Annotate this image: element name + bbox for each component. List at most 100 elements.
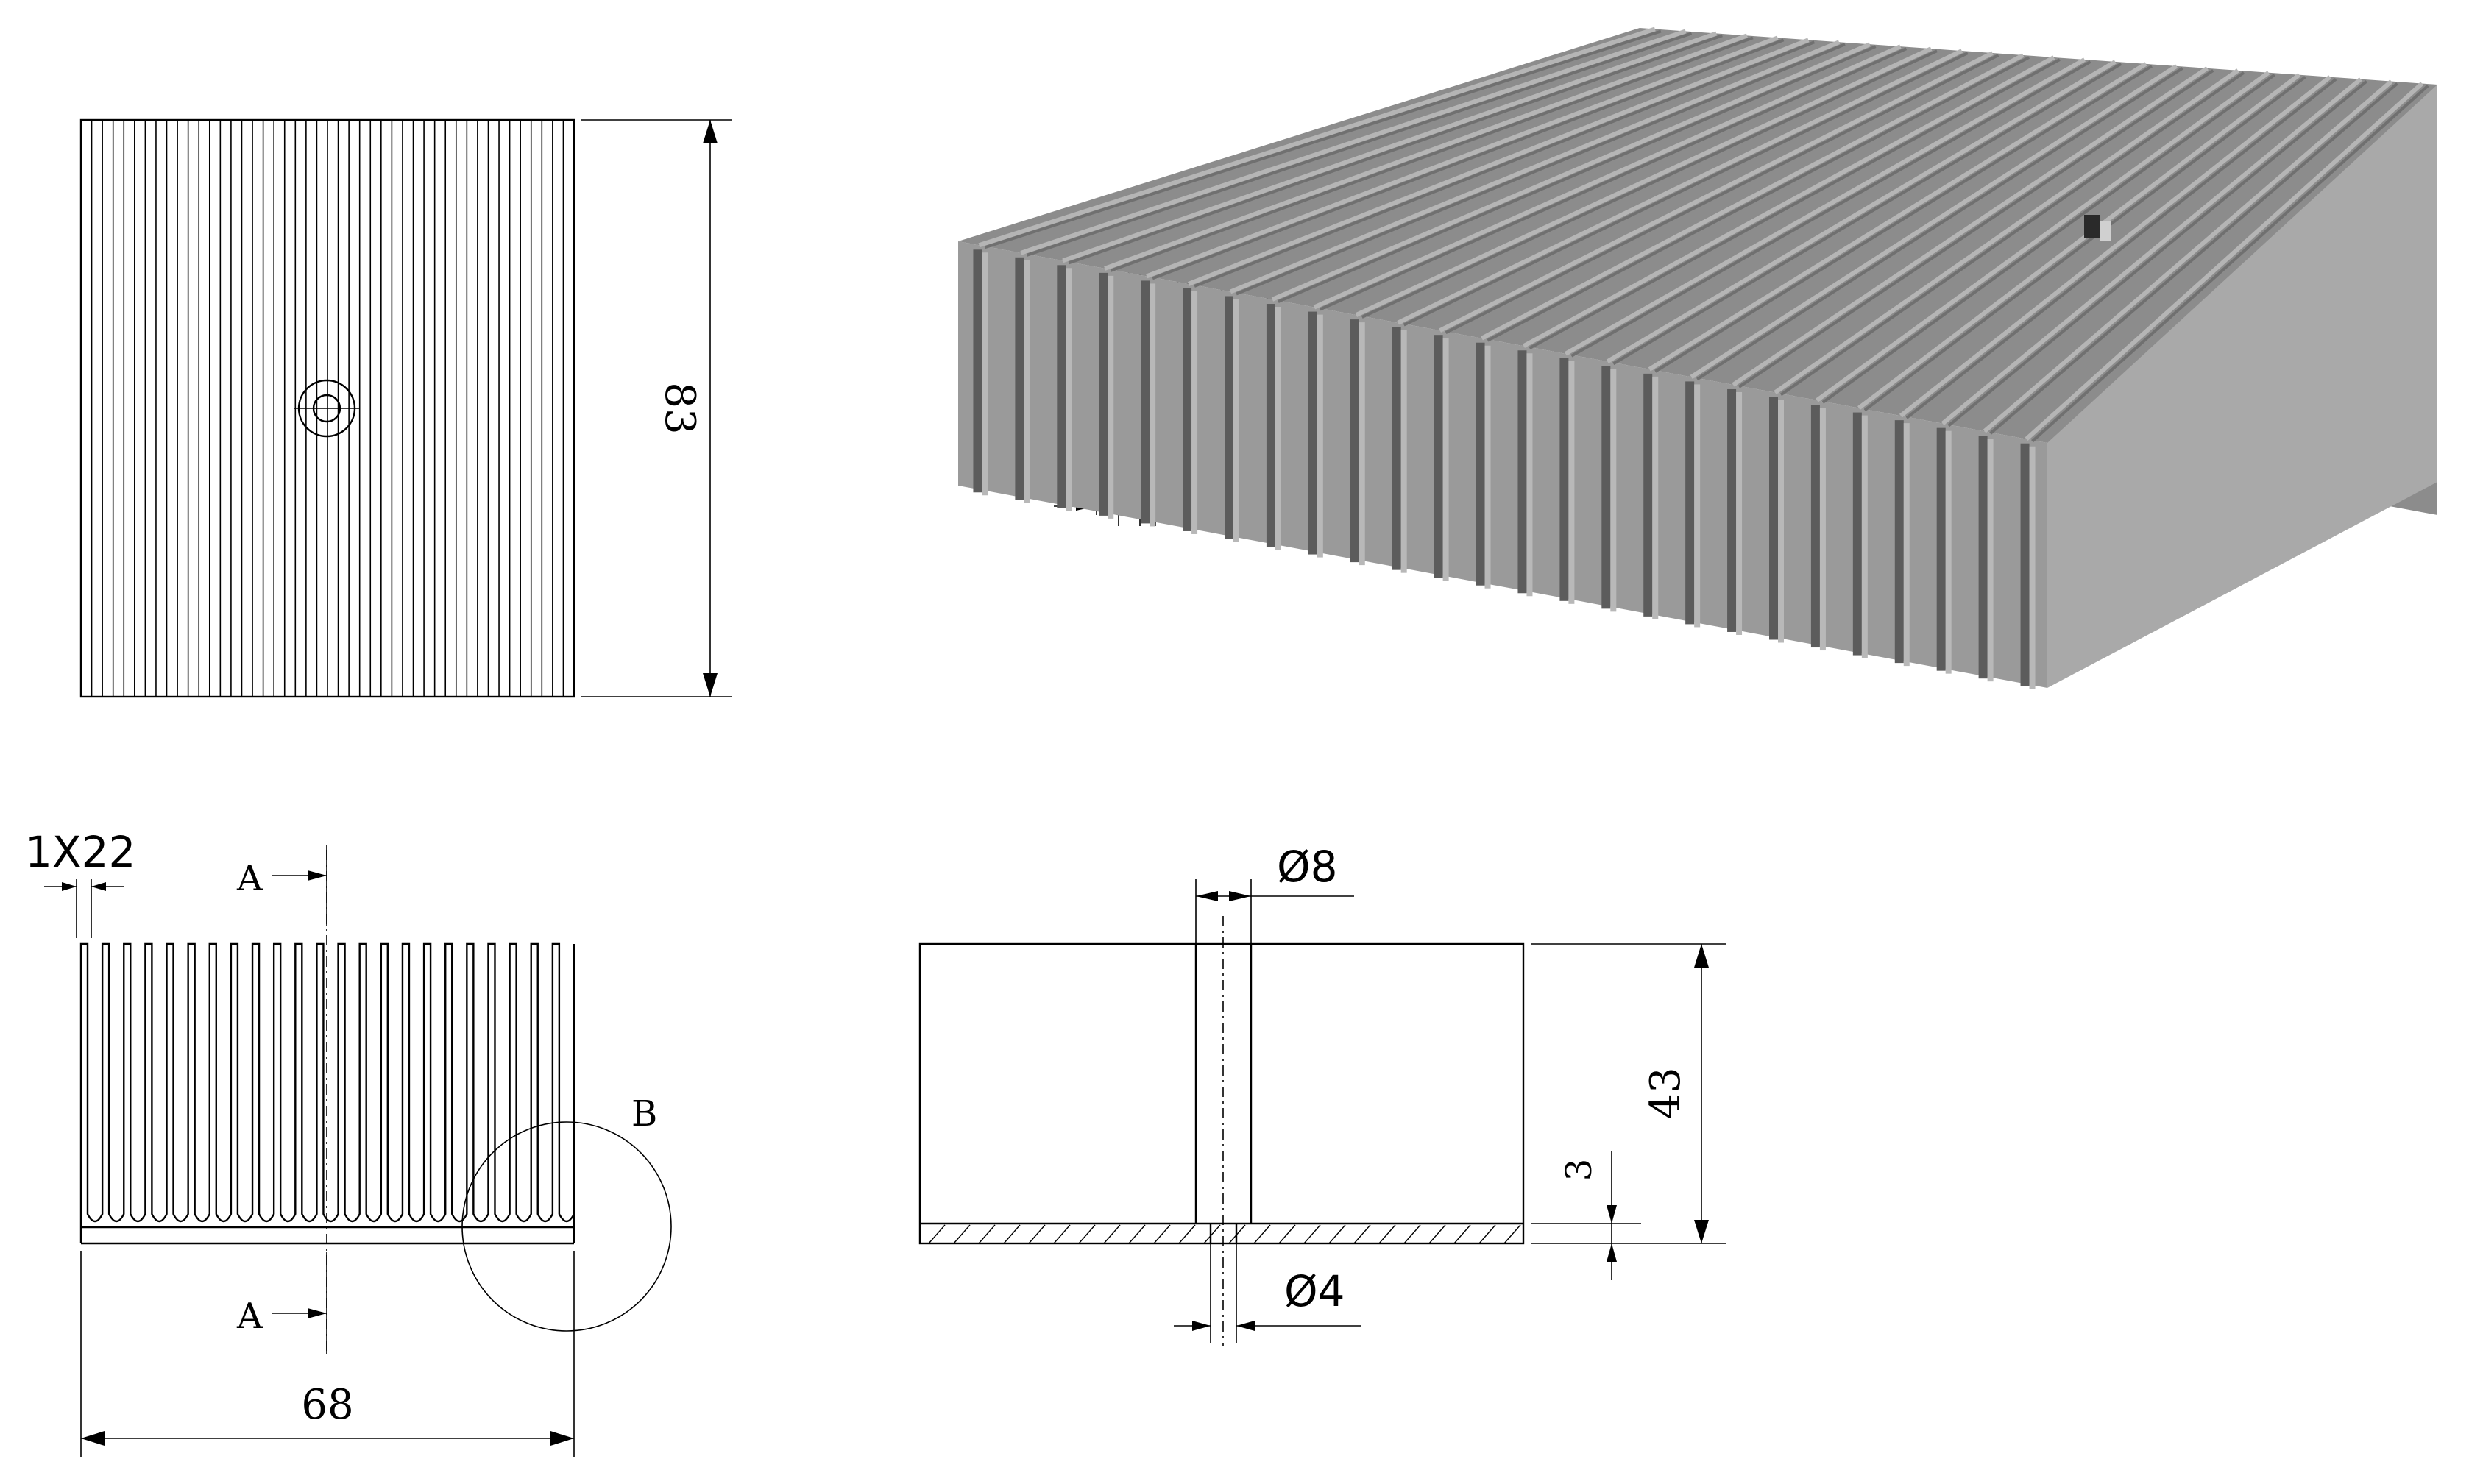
detail-b-label: B: [631, 1093, 657, 1135]
iso-fin-highlight: [1568, 361, 1575, 604]
iso-top-ridge: [1899, 75, 2331, 418]
iso-top-ridge: [1020, 29, 1687, 255]
fin-spec-label: 1X22: [25, 827, 135, 877]
top-view: 83: [79, 118, 732, 698]
iso-top-ridge: [1313, 44, 1902, 310]
iso-fin-highlight: [1359, 322, 1365, 566]
hatch-line: [1203, 1224, 1221, 1244]
iso-top-ridge: [1732, 66, 2209, 387]
isometric-view: [958, 26, 2437, 689]
iso-top-groove: [1152, 38, 1785, 280]
hatch-line: [1478, 1224, 1496, 1244]
iso-fin-highlight: [982, 252, 988, 496]
iso-top-groove: [1989, 82, 2398, 435]
iso-fin-grooves: [973, 249, 2036, 689]
iso-top-groove: [1696, 67, 2183, 381]
iso-fin-highlight: [1945, 430, 1952, 674]
iso-groove: [1727, 388, 1737, 632]
iso-top-groove: [1738, 69, 2214, 388]
iso-top-ridge: [1439, 51, 1994, 333]
iso-fin-highlight: [1191, 291, 1198, 534]
iso-top-groove: [1487, 56, 2030, 342]
hatch-line: [1128, 1224, 1146, 1244]
hatch-line: [928, 1224, 946, 1244]
iso-top-ridge: [1229, 40, 1841, 294]
dimension-hole-bottom: Ø4: [1174, 1243, 1361, 1343]
iso-fin-highlight: [1610, 369, 1617, 612]
hatch-line: [1328, 1224, 1346, 1244]
dimension-width: 68: [80, 1251, 575, 1457]
iso-groove: [1936, 427, 1946, 671]
iso-top-ridge: [1564, 57, 2086, 356]
iso-top-groove: [984, 29, 1662, 249]
iso-fin-highlight: [1400, 330, 1407, 573]
iso-fin-highlight: [1484, 345, 1491, 589]
iso-top-ridge: [1271, 42, 1871, 302]
hatch-line: [1153, 1224, 1171, 1244]
section-a-top: A: [236, 845, 327, 926]
iso-groove: [1057, 265, 1066, 508]
iso-top-groove: [1654, 65, 2153, 373]
iso-top-ridge: [1983, 79, 2393, 433]
iso-fin-highlight: [1317, 314, 1323, 558]
iso-top-ridge: [978, 26, 1656, 248]
iso-fin-highlight: [2029, 446, 2036, 689]
iso-fin-highlight: [1233, 299, 1239, 542]
iso-groove: [1685, 381, 1695, 625]
dimension-83-label: 83: [656, 382, 704, 434]
hatch-line: [1353, 1224, 1371, 1244]
dimension-hole-top: Ø8: [1195, 842, 1354, 944]
iso-right-face: [2047, 85, 2437, 688]
hatch-line: [1228, 1224, 1246, 1244]
iso-top-groove: [1236, 43, 1846, 296]
iso-top-groove: [1821, 74, 2275, 404]
iso-fin-highlight: [1652, 376, 1659, 619]
iso-top-ridge: [1857, 73, 2301, 410]
iso-fin-highlight: [1903, 423, 1910, 667]
iso-top-groove: [1110, 36, 1754, 272]
iso-top-ridge: [2025, 82, 2424, 441]
iso-top-groove: [1529, 58, 2061, 350]
iso-mount-hole: [2084, 215, 2100, 238]
hatch-line: [1378, 1224, 1396, 1244]
hatch-line: [1428, 1224, 1446, 1244]
iso-fin-highlight: [1861, 415, 1868, 658]
hatch-line: [1028, 1224, 1046, 1244]
iso-top-groove: [1863, 76, 2306, 412]
iso-fin-highlight: [1150, 283, 1156, 527]
hatch-line: [978, 1224, 996, 1244]
iso-groove: [1894, 420, 1904, 664]
iso-groove: [1225, 296, 1233, 539]
iso-top-groove: [1361, 49, 1938, 319]
section-a-bottom-label: A: [236, 1296, 263, 1337]
hatch-line: [1403, 1224, 1421, 1244]
iso-top-groove: [1194, 40, 1816, 288]
front-view-fin-profile: [79, 942, 575, 1243]
iso-top-ridge: [1941, 77, 2362, 425]
iso-top-groove: [2031, 85, 2429, 443]
iso-top-groove: [1445, 54, 1999, 334]
hole-top-label: Ø8: [1277, 842, 1338, 892]
iso-fin-highlight: [1066, 268, 1072, 511]
front-view: 1X22 A A B 68: [25, 827, 672, 1457]
iso-groove: [1308, 311, 1317, 555]
section-a-bottom: A: [236, 1252, 327, 1354]
iso-groove: [1015, 257, 1024, 500]
iso-top-ridge: [1355, 46, 1933, 317]
iso-fin-highlight: [1736, 391, 1743, 635]
iso-fin-highlight: [1526, 353, 1533, 597]
mounting-hole-symbol: [294, 379, 359, 438]
iso-top-ridge: [1690, 64, 2178, 379]
dimension-height-top: 83: [581, 119, 732, 697]
iso-fin-highlight: [1442, 338, 1449, 581]
iso-top-groove: [1320, 47, 1908, 311]
iso-top-groove: [1068, 34, 1723, 265]
iso-top-ridge: [1523, 55, 2055, 348]
dimension-base-height: 3: [1531, 1151, 1641, 1280]
iso-top-groove: [1278, 45, 1877, 303]
iso-fin-highlight: [1819, 408, 1826, 651]
hatch-line: [1053, 1224, 1071, 1244]
iso-groove: [1476, 342, 1485, 586]
iso-top-ridge: [1816, 71, 2270, 402]
